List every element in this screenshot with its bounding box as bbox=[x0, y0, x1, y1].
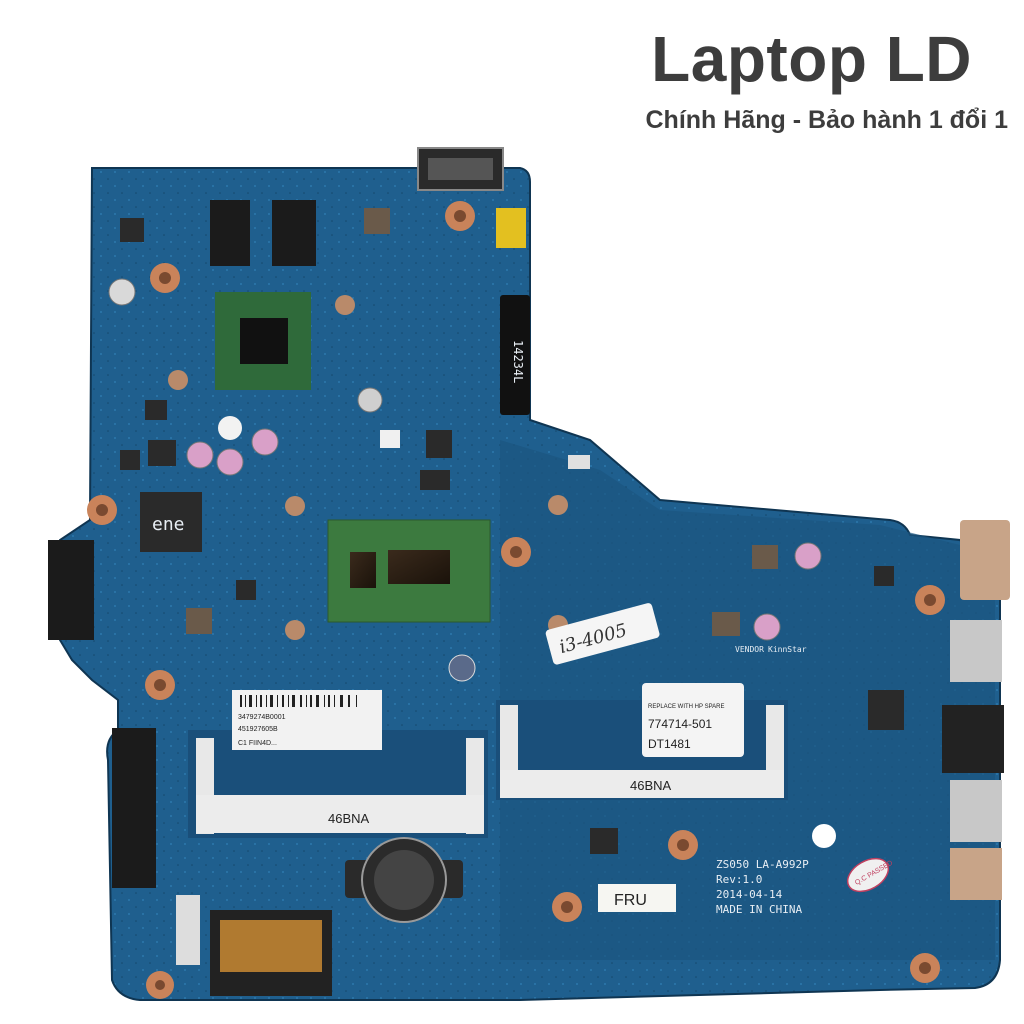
msata-slot bbox=[500, 295, 530, 415]
mounting-holes bbox=[87, 201, 945, 999]
gpu-die bbox=[240, 318, 288, 364]
capacitors bbox=[108, 278, 836, 848]
yellow-connector bbox=[496, 208, 526, 248]
svg-text:C1 FIIN4D...: C1 FIIN4D... bbox=[238, 740, 277, 747]
cpu-die-2 bbox=[388, 550, 450, 584]
sata-connector-top bbox=[48, 540, 94, 640]
svg-text:DT1481: DT1481 bbox=[648, 737, 691, 751]
board-model-silkscreen: ZS050 LA-A992P Rev:1.0 2014-04-14 MADE I… bbox=[716, 858, 809, 916]
brand-title: Laptop LD bbox=[651, 23, 972, 95]
ribbon-connector bbox=[176, 895, 200, 965]
svg-text:ene: ene bbox=[152, 514, 185, 535]
svg-text:MADE IN CHINA: MADE IN CHINA bbox=[716, 903, 802, 916]
barcode-sticker: 3479274B0001 451927605B C1 FIIN4D... bbox=[232, 690, 382, 750]
vendor-name: KinnStar bbox=[768, 645, 807, 654]
svg-text:774714-501: 774714-501 bbox=[648, 717, 712, 731]
svg-text:Rev:1.0: Rev:1.0 bbox=[716, 873, 762, 886]
svg-text:14234L: 14234L bbox=[511, 340, 525, 383]
svg-text:2014-04-14: 2014-04-14 bbox=[716, 888, 783, 901]
brand-subtitle: Chính Hãng - Bảo hành 1 đổi 1 bbox=[645, 106, 1009, 134]
svg-text:REPLACE WITH HP SPARE: REPLACE WITH HP SPARE bbox=[648, 704, 724, 710]
fru-sticker bbox=[598, 884, 676, 912]
svg-text:46BNA: 46BNA bbox=[630, 778, 672, 793]
cpu-die-1 bbox=[350, 552, 376, 588]
svg-text:3479274B0001: 3479274B0001 bbox=[238, 714, 286, 721]
spare-part-sticker: REPLACE WITH HP SPARE 774714-501 DT1481 bbox=[642, 683, 744, 757]
svg-text:451927605B: 451927605B bbox=[238, 726, 278, 733]
ec-chip bbox=[140, 492, 202, 552]
io-ports bbox=[942, 520, 1010, 900]
vram-chip bbox=[272, 200, 316, 266]
svg-text:46BNA: 46BNA bbox=[328, 811, 370, 826]
vram-chip bbox=[210, 200, 250, 266]
fru-text: FRU bbox=[614, 892, 647, 909]
cmos-battery bbox=[345, 837, 463, 923]
qc-sticker: Q.C PASSED bbox=[846, 857, 894, 893]
vendor-label: VENDOR bbox=[735, 645, 764, 654]
sata-connector-bottom bbox=[112, 728, 156, 888]
svg-text:ZS050 LA-A992P: ZS050 LA-A992P bbox=[716, 858, 809, 871]
